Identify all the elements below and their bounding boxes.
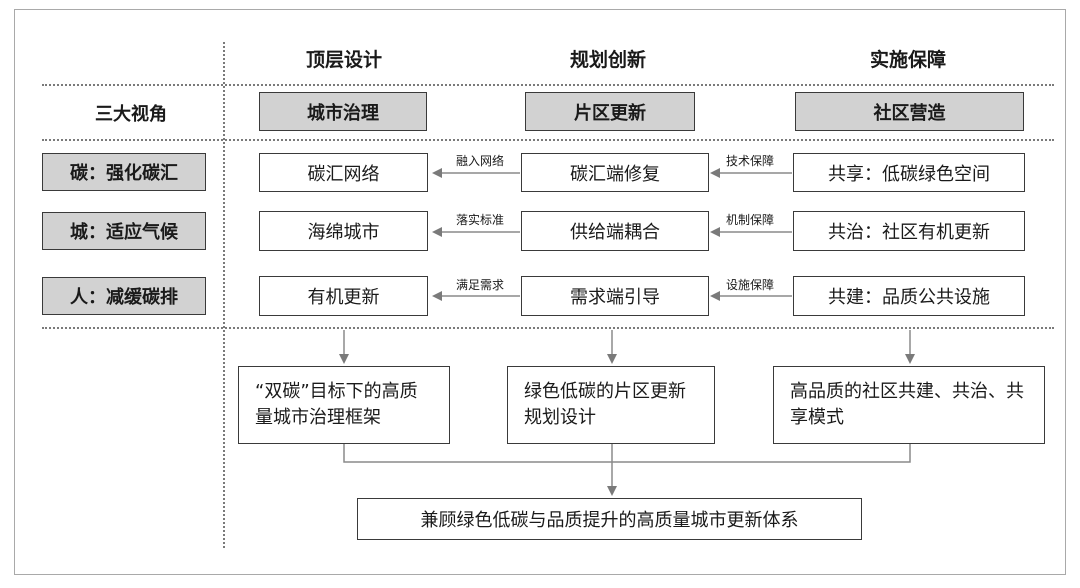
row3-mid-box: 需求端引导 xyxy=(521,276,709,316)
final-system-box: 兼顾绿色低碳与品质提升的高质量城市更新体系 xyxy=(357,498,862,540)
row-label-people: 人：减缓碳排 xyxy=(42,277,206,315)
divider-vertical xyxy=(223,42,225,548)
divider-rows xyxy=(42,327,1054,329)
divider-perspective xyxy=(42,139,1054,141)
row3-right-link-label: 设施保障 xyxy=(726,278,775,292)
perspective-community-building: 社区营造 xyxy=(795,92,1024,131)
output-district-renewal-planning: 绿色低碳的片区更新规划设计 xyxy=(507,366,715,444)
row1-left-link-label: 融入网络 xyxy=(456,154,505,168)
column-header-implementation: 实施保障 xyxy=(869,49,946,71)
merge-line xyxy=(343,444,911,463)
row1-mid-box: 碳汇端修复 xyxy=(521,153,709,192)
perspective-district-renewal: 片区更新 xyxy=(525,92,695,131)
row2-mid-box: 供给端耦合 xyxy=(521,211,709,251)
output-community-model: 高品质的社区共建、共治、共享模式 xyxy=(773,366,1045,444)
row3-left-link-label: 满足需求 xyxy=(456,278,505,292)
row3-left-box: 有机更新 xyxy=(259,276,428,316)
column-header-top-design: 顶层设计 xyxy=(305,49,382,71)
output-urban-governance-framework: “双碳”目标下的高质量城市治理框架 xyxy=(238,366,450,444)
divider-header xyxy=(42,84,1054,86)
row-label-carbon: 碳：强化碳汇 xyxy=(42,153,206,191)
row-label-city: 城：适应气候 xyxy=(42,212,206,250)
row1-right-box: 共享：低碳绿色空间 xyxy=(793,153,1025,192)
diagram-frame xyxy=(14,9,1066,575)
row2-right-link-label: 机制保障 xyxy=(726,213,775,227)
perspective-urban-governance: 城市治理 xyxy=(259,92,427,131)
row2-right-box: 共治：社区有机更新 xyxy=(793,211,1025,251)
row3-right-box: 共建：品质公共设施 xyxy=(793,276,1025,316)
row2-left-link-label: 落实标准 xyxy=(456,213,505,227)
column-header-planning: 规划创新 xyxy=(569,49,646,71)
perspective-label: 三大视角 xyxy=(95,104,167,125)
row1-right-link-label: 技术保障 xyxy=(726,154,775,168)
row1-left-box: 碳汇网络 xyxy=(259,153,428,192)
row2-left-box: 海绵城市 xyxy=(259,211,428,251)
